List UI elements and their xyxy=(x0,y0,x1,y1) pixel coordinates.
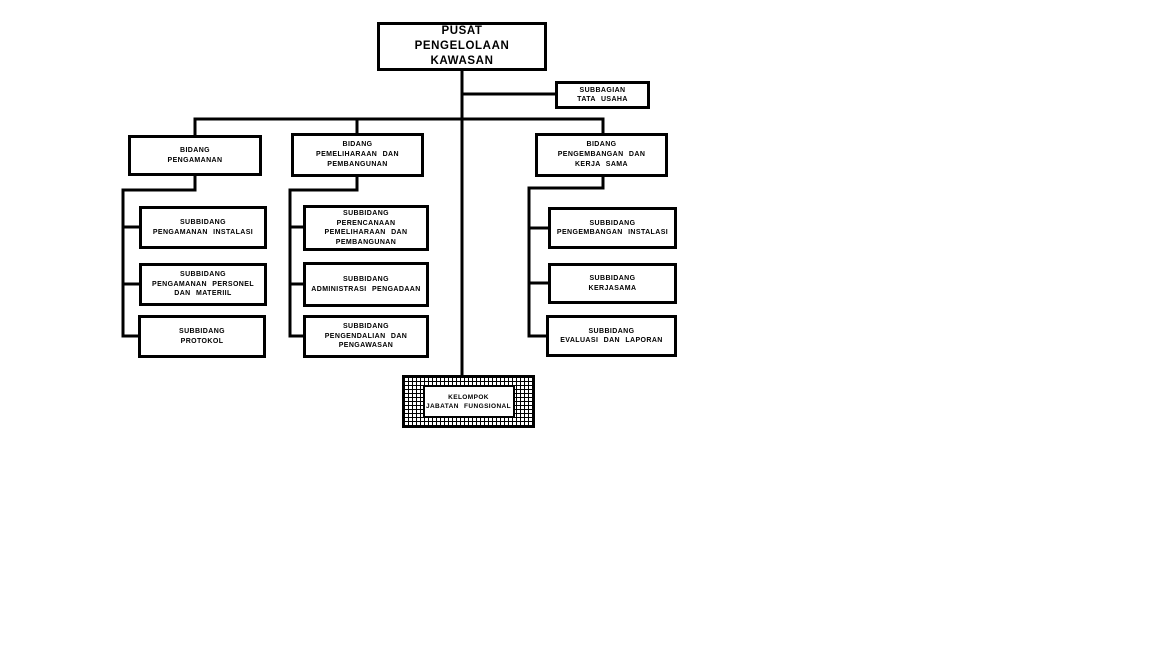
node-bidang-pengamanan: BIDANG PENGAMANAN xyxy=(128,135,262,176)
node-bidang-pemeliharaan-dan-pembangunan: BIDANG PEMELIHARAAN DAN PEMBANGUNAN xyxy=(291,133,424,177)
connector-branch-right-spine xyxy=(527,173,605,338)
node-subbidang-perencanaan-pemeliharaan-dan-pembangunan: SUBBIDANG PERENCANAAN PEMELIHARAAN DAN P… xyxy=(303,205,429,251)
connector-branch-middle-spine xyxy=(288,173,359,338)
node-subbidang-protokol: SUBBIDANG PROTOKOL xyxy=(138,315,266,358)
node-subbagian-tata-usaha: SUBBAGIAN TATA USAHA xyxy=(555,81,650,109)
node-subbidang-administrasi-pengadaan: SUBBIDANG ADMINISTRASI PENGADAAN xyxy=(303,262,429,307)
connector-rail xyxy=(193,117,605,136)
node-pusat-pengelolaan-kawasan: PUSAT PENGELOLAAN KAWASAN xyxy=(377,22,547,71)
node-subbidang-pengamanan-personel-dan-materiil: SUBBIDANG PENGAMANAN PERSONEL DAN MATERI… xyxy=(139,263,267,306)
node-subbidang-pengembangan-instalasi: SUBBIDANG PENGEMBANGAN INSTALASI xyxy=(548,207,677,249)
connector-branch-left-spine xyxy=(121,172,197,338)
node-bidang-pengembangan-dan-kerja-sama: BIDANG PENGEMBANGAN DAN KERJA SAMA xyxy=(535,133,668,177)
node-subbidang-kerjasama: SUBBIDANG KERJASAMA xyxy=(548,263,677,304)
node-subbidang-evaluasi-dan-laporan: SUBBIDANG EVALUASI DAN LAPORAN xyxy=(546,315,677,357)
node-kelompok-jabatan-fungsional-frame: KELOMPOK JABATAN FUNGSIONAL xyxy=(402,375,535,428)
node-subbidang-pengendalian-dan-pengawasan: SUBBIDANG PENGENDALIAN DAN PENGAWASAN xyxy=(303,315,429,358)
node-subbidang-pengamanan-instalasi: SUBBIDANG PENGAMANAN INSTALASI xyxy=(139,206,267,249)
node-kelompok-jabatan-fungsional: KELOMPOK JABATAN FUNGSIONAL xyxy=(422,385,515,418)
